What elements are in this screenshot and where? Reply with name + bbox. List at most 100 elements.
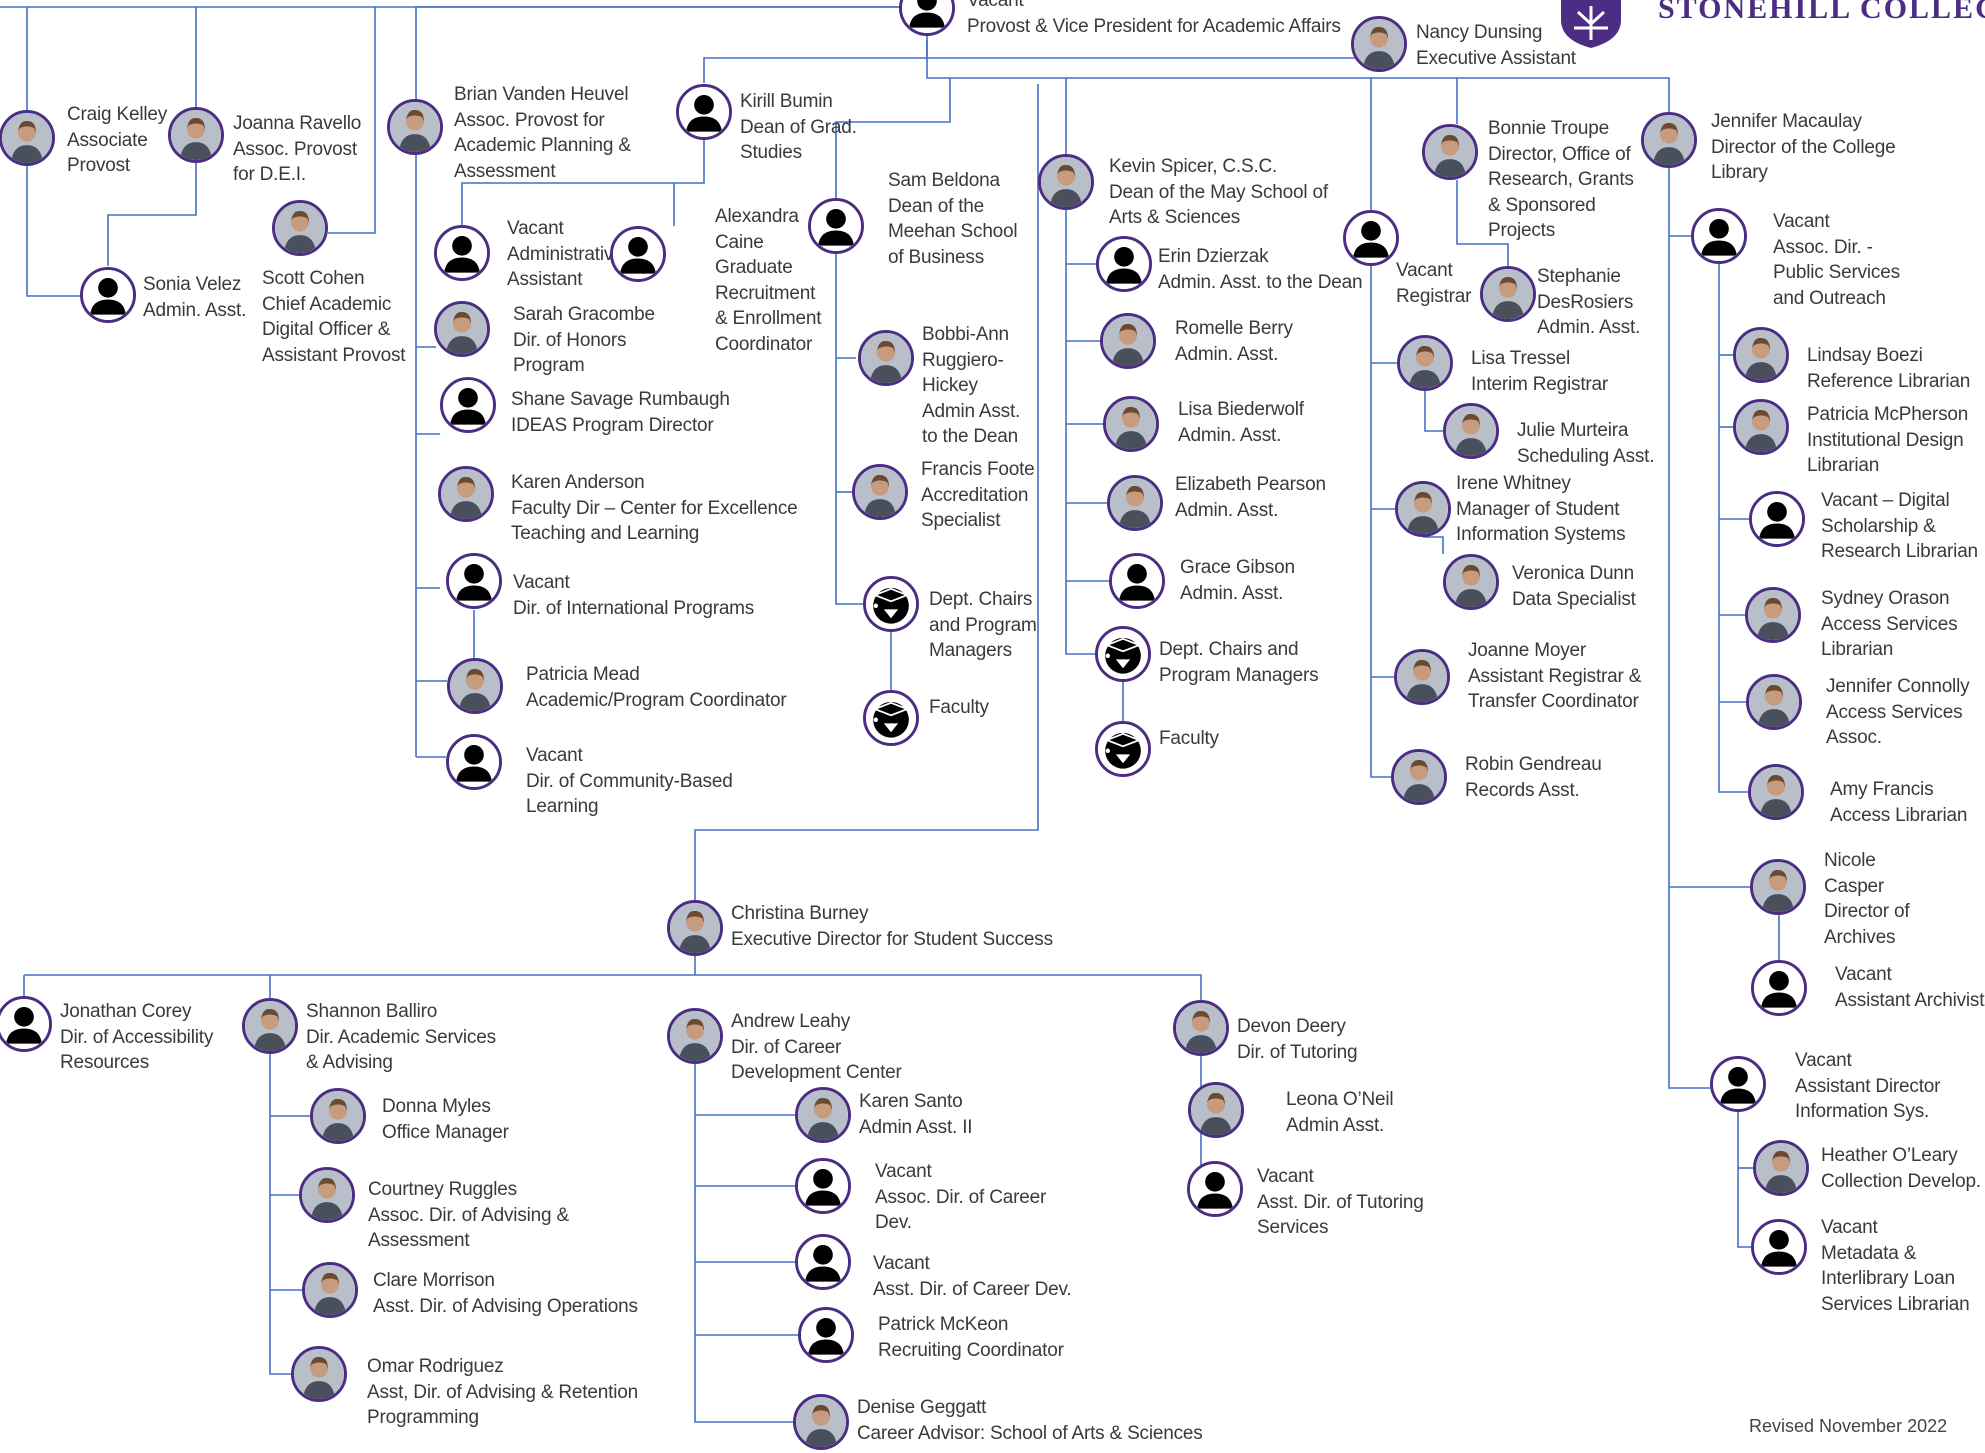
- person-photo-icon: [434, 301, 490, 357]
- person-name: Sonia Velez: [143, 274, 242, 295]
- person-name: Christina Burney: [731, 903, 869, 924]
- person-title: Executive Assistant: [1416, 47, 1576, 69]
- vacant-silhouette-icon: [440, 377, 496, 433]
- person-title: Collection Develop.: [1821, 1170, 1981, 1192]
- person-title: Assoc. Dir. -: [1773, 236, 1873, 258]
- person-name: Vacant: [507, 218, 564, 239]
- person-title: Dean of Grad.: [740, 116, 857, 138]
- person-name: Nicole: [1824, 850, 1876, 871]
- node-label: Kevin Spicer, C.S.C.Dean of the May Scho…: [1109, 154, 1328, 231]
- person-name: Vacant: [1821, 1217, 1878, 1238]
- reporting-line: [26, 7, 80, 297]
- person-title: Admin. Asst.: [1178, 424, 1282, 446]
- person-title: Accreditation: [921, 484, 1029, 506]
- person-photo-icon: [302, 1262, 358, 1318]
- reporting-line: [1737, 1112, 1751, 1248]
- person-name: Lisa Tressel: [1471, 348, 1570, 369]
- person-title: Dir. Academic Services: [306, 1026, 496, 1048]
- person-title: Assistant: [507, 269, 583, 290]
- person-title: Interlibrary Loan: [1821, 1268, 1955, 1289]
- person-title: Program Managers: [1159, 664, 1319, 686]
- person-title: Chief Academic: [262, 293, 392, 315]
- person-photo-icon: [438, 466, 494, 522]
- person-name: Kevin Spicer, C.S.C.: [1109, 156, 1278, 177]
- person-title: Assistant Director: [1795, 1075, 1941, 1097]
- person-title: Recruitment: [715, 282, 816, 304]
- reporting-line: [1424, 391, 1443, 432]
- vacant-silhouette-icon: [1710, 1056, 1766, 1112]
- person-title: Admin. Asst.: [1175, 343, 1279, 365]
- person-title: Records Asst.: [1465, 779, 1580, 801]
- person-title: Programming: [367, 1407, 479, 1428]
- person-title: Data Specialist: [1512, 588, 1636, 610]
- person-title: Assistant Archivist: [1835, 989, 1985, 1011]
- person-title: & Advising: [306, 1052, 393, 1073]
- person-name: Andrew Leahy: [731, 1011, 851, 1032]
- person-name: Scott Cohen: [262, 268, 365, 289]
- person-title: Dean of the: [888, 195, 985, 217]
- reporting-line: [835, 254, 863, 605]
- person-name: Kirill Bumin: [740, 91, 833, 112]
- person-title: Asst. Dir. of Career Dev.: [873, 1278, 1072, 1300]
- person-title: Assoc. Provost: [233, 138, 357, 160]
- person-name: Faculty: [1159, 728, 1219, 749]
- person-title: Interim Registrar: [1471, 373, 1609, 395]
- person-title: Admin. Asst.: [1537, 317, 1641, 338]
- graduate-cap-icon: [863, 576, 919, 632]
- person-name: Patricia McPherson: [1807, 404, 1969, 425]
- person-title: and Program: [929, 614, 1037, 636]
- person-name: Karen Anderson: [511, 472, 645, 493]
- person-name: Nancy Dunsing: [1416, 22, 1543, 43]
- person-title: Registrar: [1396, 285, 1472, 307]
- person-photo-icon: [387, 99, 443, 155]
- person-name: Shane Savage Rumbaugh: [511, 389, 730, 410]
- person-title: Projects: [1488, 220, 1556, 241]
- person-title: Assistant Provost: [262, 344, 406, 366]
- person-title: Services Librarian: [1821, 1293, 1970, 1315]
- person-title: Learning: [526, 796, 599, 817]
- person-title: Asst, Dir. of Advising & Retention: [367, 1381, 638, 1403]
- person-title: Information Systems: [1456, 524, 1626, 545]
- person-photo-icon: [1750, 859, 1806, 915]
- person-title: Academic/Program Coordinator: [526, 689, 787, 711]
- person-name: Stephanie: [1537, 266, 1621, 287]
- person-name: Patricia Mead: [526, 664, 640, 685]
- person-title: Meehan School: [888, 221, 1018, 242]
- person-title: Provost: [67, 155, 131, 176]
- person-photo-icon: [1391, 749, 1447, 805]
- person-photo-icon: [667, 900, 723, 956]
- person-name: Dept. Chairs: [929, 589, 1033, 610]
- person-name: Leona O’Neil: [1286, 1089, 1394, 1110]
- vacant-silhouette-icon: [1187, 1161, 1243, 1217]
- reporting-line: [1370, 266, 1391, 778]
- person-title: Program: [513, 355, 585, 376]
- person-title: Admin Asst.: [1286, 1114, 1385, 1136]
- person-name: Patrick McKeon: [878, 1314, 1009, 1335]
- person-title: Dir. of International Programs: [513, 597, 755, 619]
- person-name: Vacant: [967, 0, 1024, 11]
- person-title: & Enrollment: [715, 308, 822, 329]
- person-title: Access Services: [1826, 701, 1963, 723]
- person-title: Librarian: [1807, 455, 1880, 476]
